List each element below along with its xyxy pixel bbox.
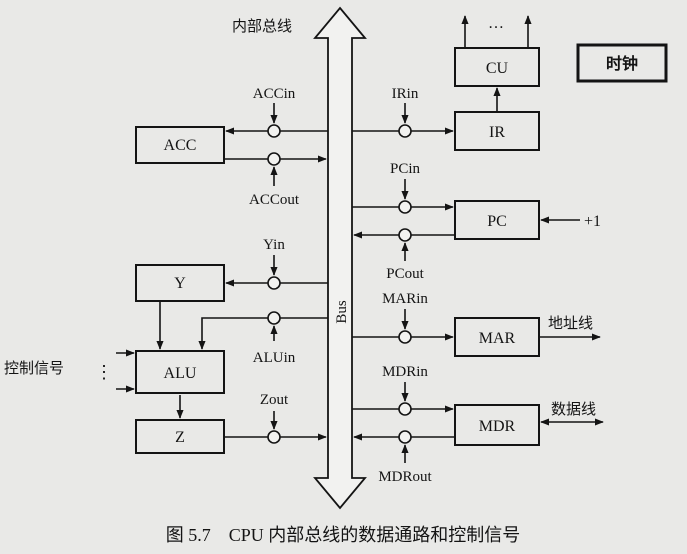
mdr-in-signal: MDRin — [382, 364, 428, 380]
ir-in-signal: IRin — [392, 86, 419, 102]
alu-in-signal: ALUin — [253, 350, 296, 366]
z-out-gate — [267, 430, 281, 444]
bus-label: Bus — [334, 300, 350, 324]
mdr-register — [454, 404, 540, 446]
mdr-out-signal: MDRout — [378, 469, 432, 485]
ir-in-gate — [398, 124, 412, 138]
bus-title: 内部总线 — [232, 17, 292, 35]
address-line-label: 地址线 — [548, 314, 593, 332]
control-ellipsis: ⋮ — [95, 362, 113, 382]
pc-increment-label: +1 — [584, 213, 601, 230]
mdr-in-gate — [398, 402, 412, 416]
acc-register — [135, 126, 225, 164]
acc-out-signal: ACCout — [249, 192, 300, 208]
control-signals-label: 控制信号 — [4, 359, 64, 377]
pc-out-gate — [398, 228, 412, 242]
z-label: Z — [175, 429, 185, 446]
alu-in-gate — [267, 311, 281, 325]
acc-in-gate — [267, 124, 281, 138]
clock-label: 时钟 — [606, 54, 638, 73]
y-register — [135, 264, 225, 302]
z-out-signal: Zout — [260, 392, 289, 408]
mar-in-gate — [398, 330, 412, 344]
alu-unit — [135, 350, 225, 394]
mdr-out-gate — [398, 430, 412, 444]
pc-in-gate — [398, 200, 412, 214]
y-in-signal: Yin — [263, 237, 285, 253]
mar-label: MAR — [479, 330, 516, 347]
y-in-gate — [267, 276, 281, 290]
cu-label: CU — [486, 60, 509, 77]
pc-in-signal: PCin — [390, 161, 421, 177]
acc-in-signal: ACCin — [253, 86, 296, 102]
mar-in-signal: MARin — [382, 291, 428, 307]
acc-out-gate — [267, 152, 281, 166]
alu-label: ALU — [164, 365, 197, 382]
alu-in-line — [198, 317, 328, 350]
acc-label: ACC — [164, 137, 197, 154]
cu-unit — [454, 47, 540, 87]
clock-unit — [576, 43, 668, 83]
ir-label: IR — [489, 124, 505, 141]
cu-output-ellipsis: … — [488, 15, 504, 32]
internal-bus — [313, 6, 367, 510]
pc-label: PC — [487, 213, 507, 230]
pc-register — [454, 200, 540, 240]
figure-caption: 图 5.7 CPU 内部总线的数据通路和控制信号 — [166, 525, 521, 545]
y-label: Y — [174, 275, 186, 292]
pc-out-signal: PCout — [386, 266, 424, 282]
mdr-label: MDR — [479, 418, 516, 435]
data-line-label: 数据线 — [551, 400, 596, 418]
